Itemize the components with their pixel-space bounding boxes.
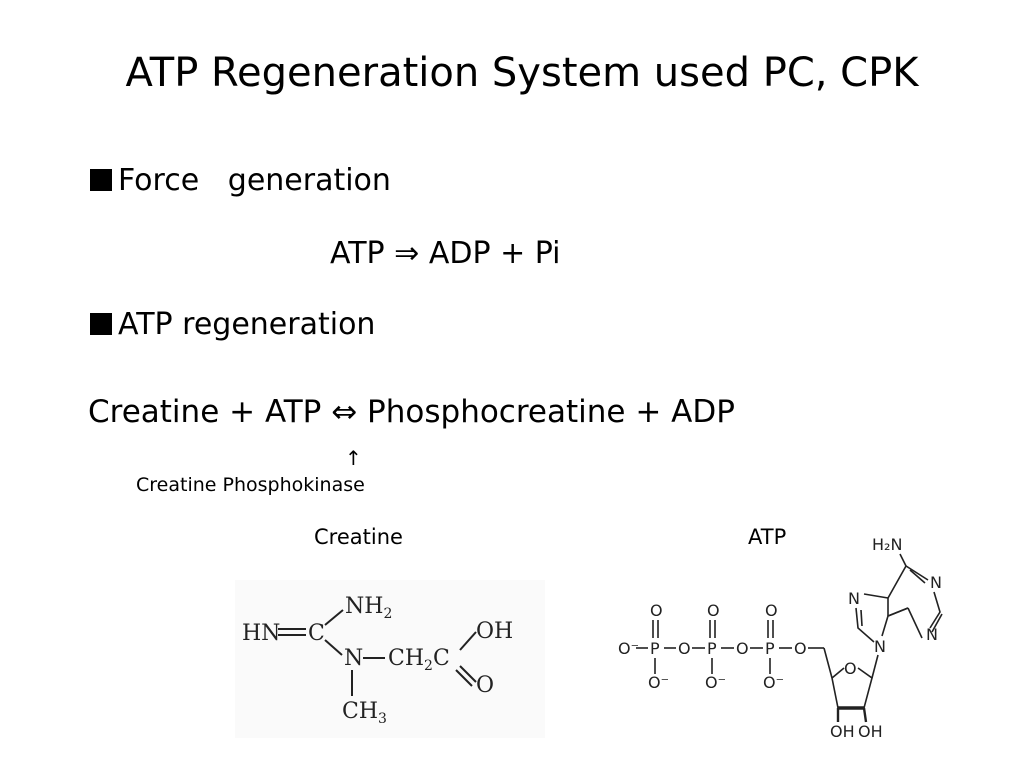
ribose-o-text: O [844,659,857,678]
o-minus-text: O⁻ [763,673,784,692]
creatine-caption: Creatine [314,525,403,549]
h2n-text: H₂N [872,535,902,554]
oh-text: OH [830,722,855,741]
svg-text:NH2: NH2 [345,594,392,622]
ch2c-text: CH [388,646,424,671]
bullet-force-generation: Force generation [90,163,391,198]
double-bond-line [459,665,477,683]
svg-text:CH3: CH3 [342,699,387,727]
equation-creatine-reaction: Creatine + ATP ⇔ Phosphocreatine + ADP [88,394,735,430]
p-text: P [707,639,717,658]
bond-line [459,631,477,651]
n9-text: N [874,637,886,656]
o-bridge-text: O [678,639,691,658]
oh-text: OH [858,722,883,741]
o-minus-text: O⁻ [618,639,639,658]
n3-text: N [926,625,938,644]
slide-title: ATP Regeneration System used PC, CPK [125,50,919,96]
ch3-text: CH [342,699,378,724]
p-text: P [765,639,775,658]
enzyme-label: Creatine Phosphokinase [136,474,365,496]
o-text: O [476,673,494,698]
o-top-text: O [707,601,720,620]
o-bridge-text: O [794,639,807,658]
o-minus-text: O⁻ [648,673,669,692]
c-text: C [308,621,325,646]
up-arrow-icon: ↑ [345,446,362,470]
bullet-text: ATP regeneration [118,307,376,342]
double-bond-line [455,669,473,687]
bullet-text: Force generation [118,163,391,198]
p-text: P [650,639,660,658]
square-bullet-icon [90,169,112,191]
bond-line [324,609,344,626]
equation-atp-hydrolysis: ATP ⇒ ADP + Pi [330,236,561,271]
o-bridge-text: O [736,639,749,658]
hn-text: HN [242,621,280,646]
n7-text: N [848,589,860,608]
creatine-structure-diagram: HN C NH2 N CH2C OH O CH3 [235,580,545,738]
oh-text: OH [476,619,513,644]
square-bullet-icon [90,313,112,335]
o-top-text: O [650,601,663,620]
bond-line [324,639,343,656]
nh2-text: NH [345,594,383,619]
bullet-atp-regeneration: ATP regeneration [90,307,375,342]
o-top-text: O [765,601,778,620]
atp-structure-diagram: O O O O⁻ P O P O P O O⁻ O⁻ O⁻ O OH OH N … [618,535,943,741]
n-text: N [344,646,363,671]
atp-caption: ATP [748,525,787,549]
n1-text: N [930,573,942,592]
svg-text:CH2C: CH2C [388,646,450,674]
o-minus-text: O⁻ [705,673,726,692]
